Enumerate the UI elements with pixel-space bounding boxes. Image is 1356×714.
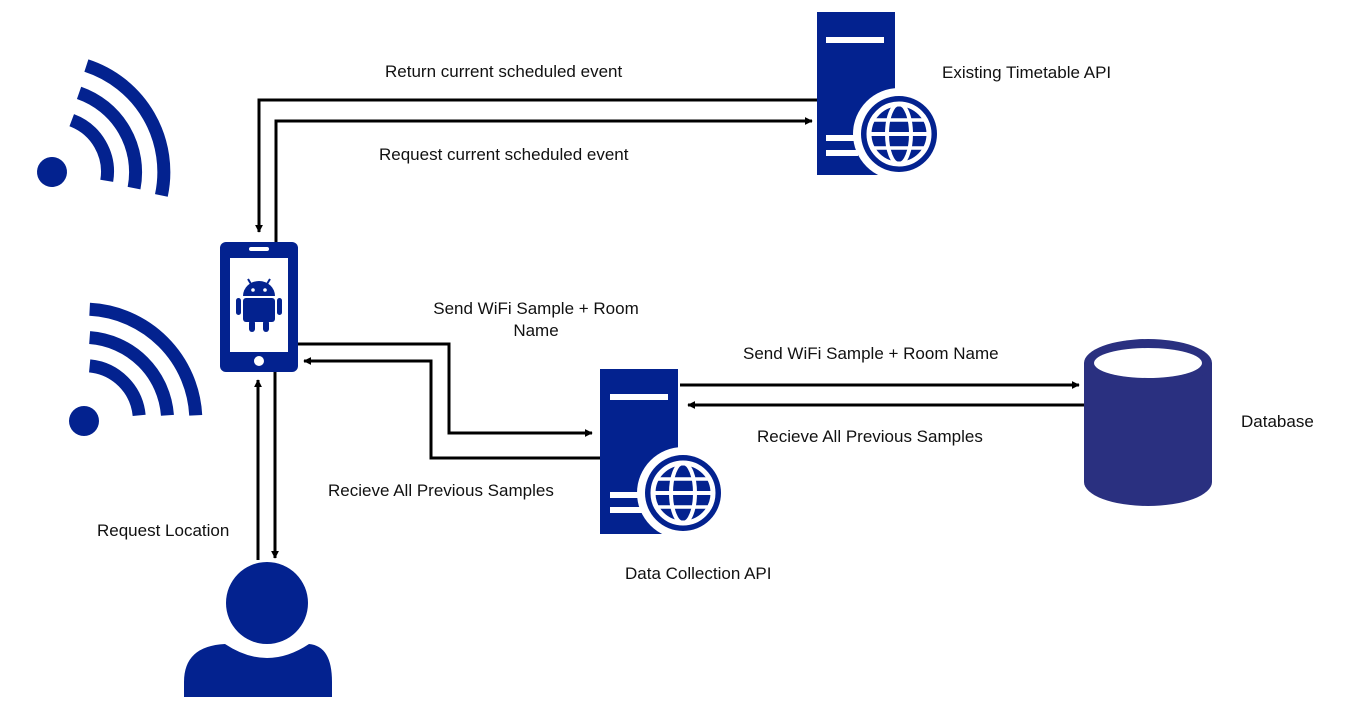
data-collection-server-icon	[600, 369, 729, 539]
edge-request-event	[274, 117, 813, 242]
user-icon	[184, 562, 332, 697]
label-database: Database	[1241, 412, 1314, 431]
edge-send-sample-to-api	[297, 342, 593, 437]
label-send-sample-db: Send WiFi Sample + Room Name	[743, 344, 999, 363]
label-timetable-api: Existing Timetable API	[942, 63, 1112, 82]
android-phone-icon	[220, 242, 298, 372]
globe-icon	[637, 447, 729, 539]
label-send-sample-line1: Send WiFi Sample + Room	[433, 299, 639, 318]
android-robot-icon	[236, 278, 282, 332]
edge-return-event	[255, 98, 820, 233]
label-receive-samples-db: Recieve All Previous Samples	[757, 427, 983, 446]
timetable-server-icon	[817, 12, 945, 180]
database-cylinder-icon	[1084, 339, 1212, 506]
wifi-signal-icon	[37, 59, 171, 197]
label-data-collection-api: Data Collection API	[625, 564, 772, 583]
globe-icon	[853, 88, 945, 180]
label-send-sample-line2: Name	[513, 321, 559, 340]
edge-receive-samples-from-api	[303, 357, 600, 460]
label-request-location: Request Location	[97, 521, 230, 540]
wifi-signal-icon	[69, 302, 203, 436]
label-request-event: Request current scheduled event	[379, 145, 629, 164]
label-receive-samples-phone: Recieve All Previous Samples	[328, 481, 554, 500]
label-send-sample-phone: Send WiFi Sample + Room Name	[416, 298, 656, 342]
label-return-event: Return current scheduled event	[385, 62, 623, 81]
